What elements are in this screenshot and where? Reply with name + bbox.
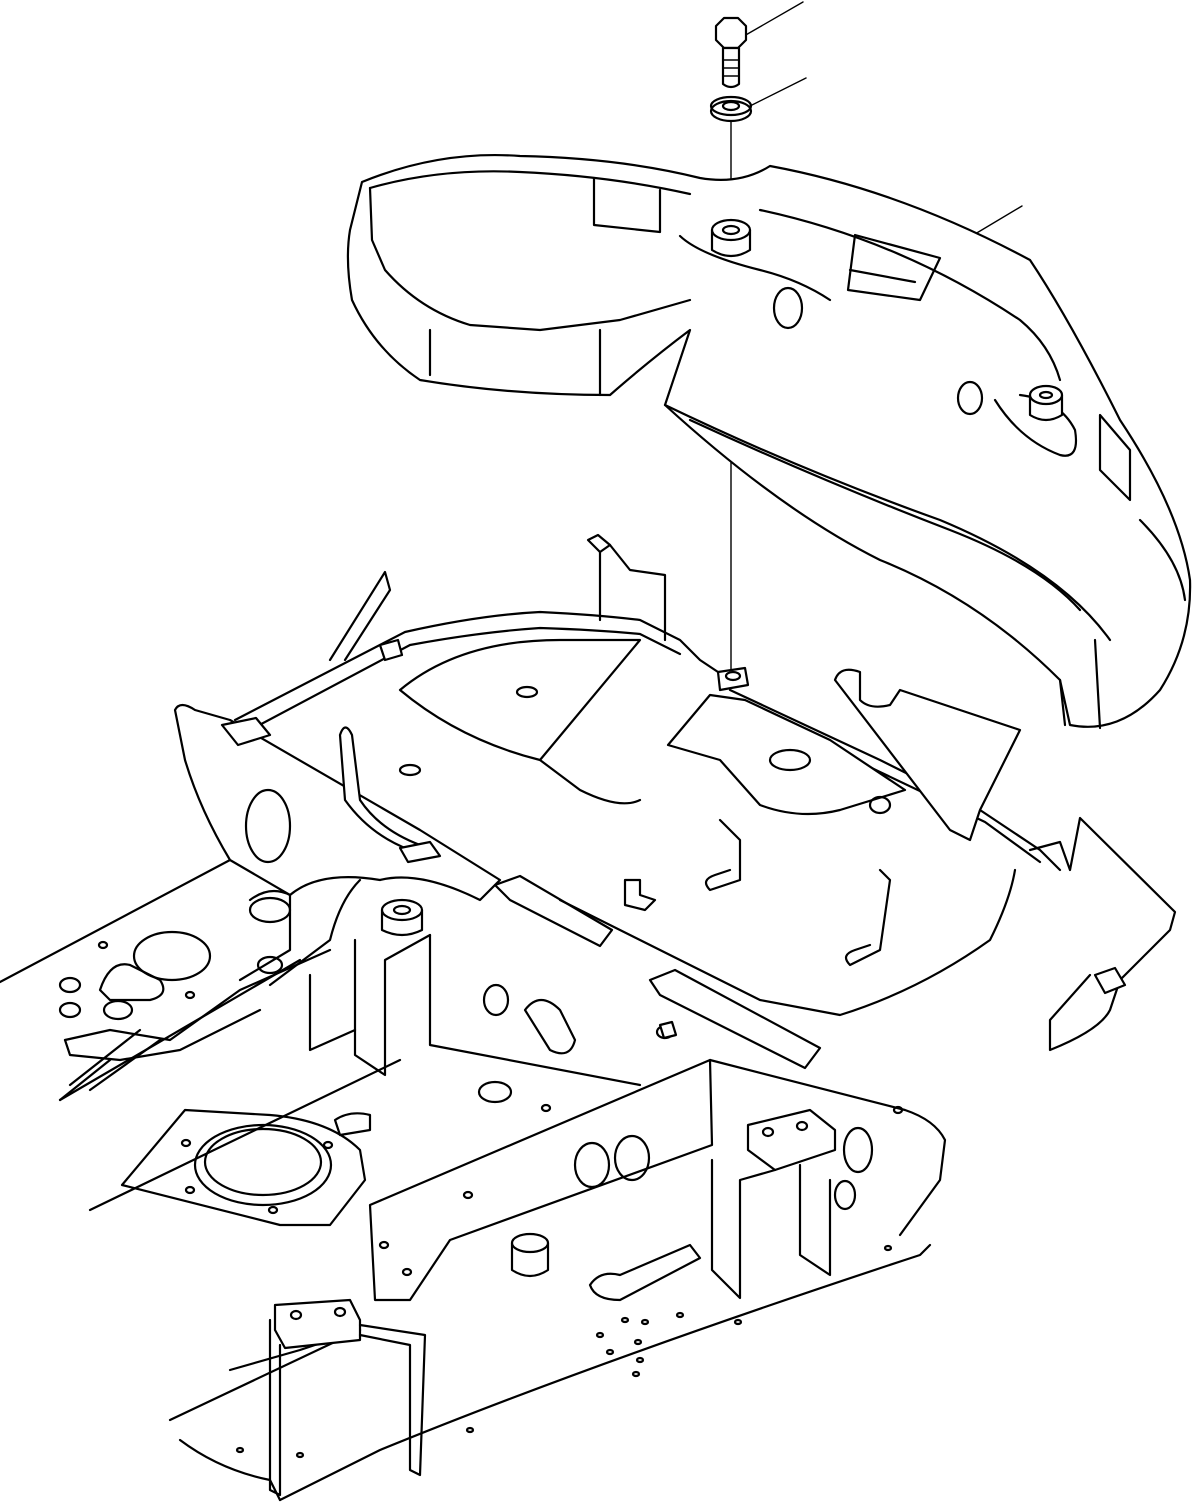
- frame-boss-lower: [510, 1232, 550, 1278]
- counterweight-boss-left: [710, 218, 752, 258]
- frame-pad-1: [220, 716, 272, 747]
- bolt-head: [714, 16, 748, 50]
- revolving-frame: [0, 533, 1177, 1502]
- frame-bracket-bottom-left: [273, 1298, 362, 1350]
- frame-pad-3: [493, 874, 614, 948]
- frame-pad-right: [1093, 966, 1127, 995]
- bolt: [714, 16, 748, 89]
- frame-swing-ring: [120, 1108, 367, 1227]
- frame-center-bracket: [666, 693, 907, 816]
- leader-line-washer: [745, 77, 807, 109]
- frame-pad-5: [378, 638, 404, 662]
- counterweight-outline: [346, 153, 1192, 728]
- frame-pad-2: [398, 840, 442, 864]
- washer: [709, 95, 753, 123]
- frame-bracket-right-lower: [746, 1108, 837, 1172]
- frame-left-side-plate: [173, 703, 502, 902]
- frame-hole-pattern: [235, 1244, 893, 1459]
- counterweight-boss-right: [1028, 384, 1064, 422]
- frame-mount-pad-center: [716, 666, 750, 692]
- frame-pad-4: [648, 968, 822, 1070]
- counterweight: [346, 153, 1192, 730]
- leader-line-bolt: [743, 1, 804, 37]
- frame-boss: [380, 898, 424, 937]
